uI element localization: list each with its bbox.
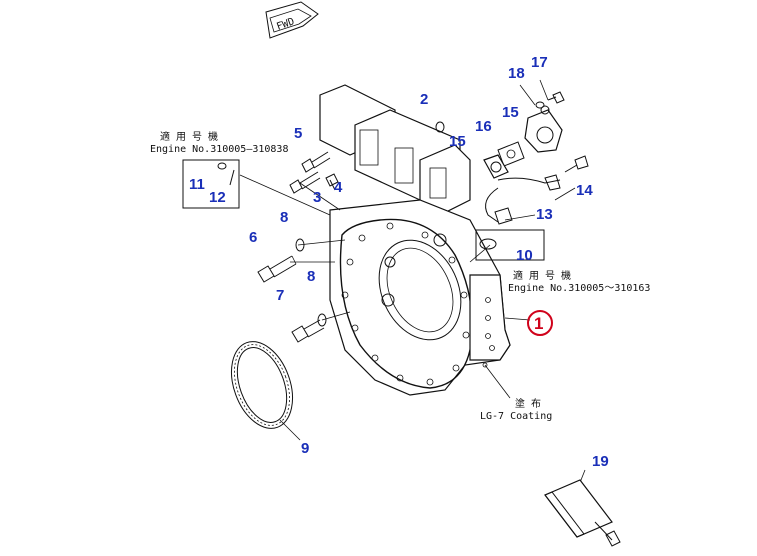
callout-1: 1 [534,314,543,333]
callout-15-lower: 15 [449,133,466,150]
ring-part-10 [475,229,545,261]
callout-19: 19 [592,453,609,470]
callout-14: 14 [576,182,593,199]
gasket-part-9 [231,341,293,429]
fwd-arrow-icon: FWD [265,1,319,39]
fitting-part-13 [494,207,513,225]
flywheel-housing [319,84,511,396]
callout-8-lower: 8 [307,268,315,285]
bolt-part-5 [301,151,331,173]
bolt-part-7 [291,319,325,343]
note-coating-en: LG-7 Coating [480,411,552,422]
callout-7: 7 [276,287,284,304]
note-right-engine-range: Engine No.310005〜310163 [508,283,650,294]
callout-box-11-12 [182,159,240,209]
callout-16: 16 [475,118,492,135]
callout-9: 9 [301,440,309,457]
coating-leader [482,362,488,368]
callout-6: 6 [249,229,257,246]
callout-17: 17 [531,54,548,71]
harness-part-14 [485,155,589,223]
callout-1-highlight-ring [527,310,553,336]
callout-12: 12 [209,189,226,206]
tool-part-19 [544,479,621,547]
callout-13: 13 [536,206,553,223]
plug-part-2 [435,121,445,133]
bolt-part-17 [547,91,565,104]
sensor-part-15-lower [483,154,509,179]
part-4 [325,173,339,191]
callout-18: 18 [508,65,525,82]
callout-8-upper: 8 [280,209,288,226]
note-right-applicability: 適 用 号 機 [513,269,571,282]
nut-part-18 [535,101,545,109]
callout-5: 5 [294,125,302,142]
note-coating-jp: 塗 布 [515,397,541,410]
callout-4: 4 [334,179,343,196]
note-top-engine-range: Engine No.310005—310838 [150,144,288,155]
callout-2: 2 [420,91,428,108]
sensor-part-15-upper [524,105,563,153]
fwd-label: FWD [275,16,296,33]
callout-15-upper: 15 [502,104,519,121]
washer-part-8-lower [317,313,327,327]
callout-11: 11 [189,176,205,193]
bolt-part-6 [257,255,297,283]
washer-part-8-upper [295,238,305,252]
callout-10: 10 [516,247,533,264]
callout-3: 3 [313,189,321,206]
note-top-applicability: 適 用 号 機 [160,130,218,143]
bolt-part-3 [289,171,321,194]
